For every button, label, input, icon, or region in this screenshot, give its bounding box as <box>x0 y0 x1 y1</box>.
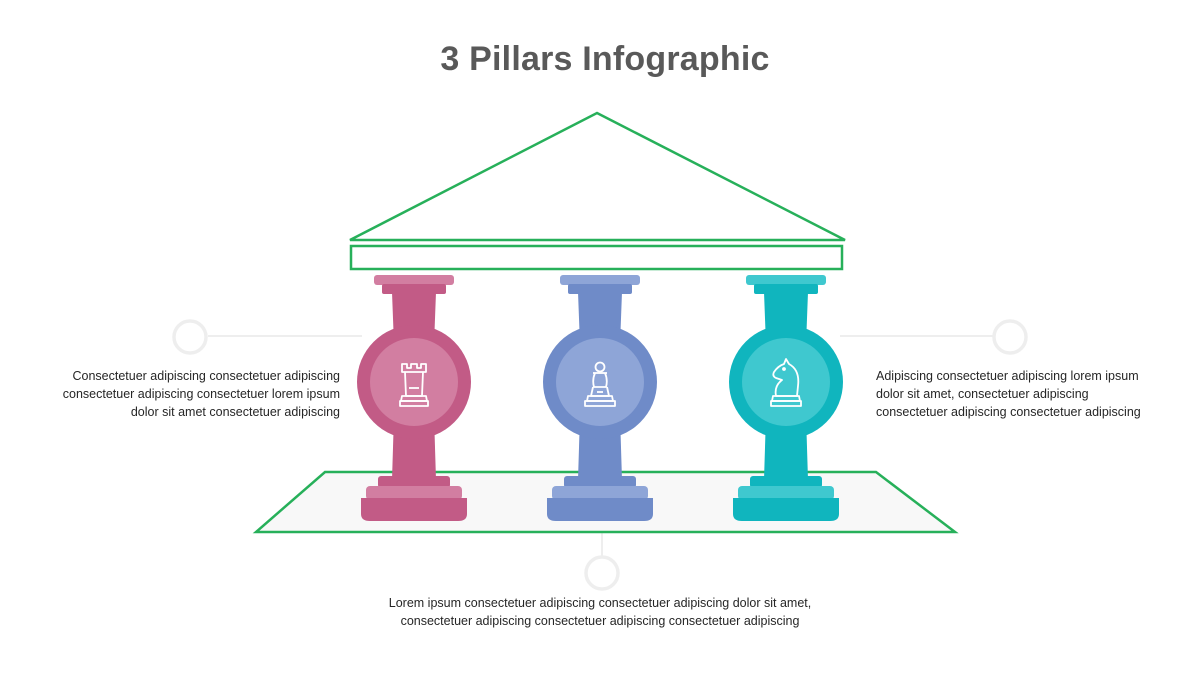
connector-circle-right <box>992 319 1028 355</box>
description-left: Consectetuer adipiscing consectetuer adi… <box>63 367 340 421</box>
pillar-2 <box>543 275 657 521</box>
page-title: 3 Pillars Infographic <box>440 40 770 78</box>
chess-knight-icon <box>770 358 802 407</box>
description-left-line: consectetuer adipiscing consectetuer lor… <box>62 387 340 401</box>
description-left-line: dolor sit amet consectetuer adipiscing <box>130 405 340 419</box>
connector-circle-left <box>172 319 208 355</box>
roof-pediment <box>349 111 846 242</box>
description-bottom-line: consectetuer adipiscing consectetuer adi… <box>400 614 800 628</box>
connector-circle-bottom <box>584 555 620 591</box>
description-right-line: Adipiscing consectetuer adipiscing lorem… <box>876 369 1139 383</box>
chess-pawn-icon <box>584 361 616 407</box>
description-bottom: Lorem ipsum consectetuer adipiscing cons… <box>300 594 900 630</box>
pillar-3 <box>729 275 843 521</box>
description-right-line: consectetuer adipiscing consectetuer adi… <box>876 405 1141 419</box>
pillar-1 <box>357 275 471 521</box>
description-bottom-line: Lorem ipsum consectetuer adipiscing cons… <box>388 596 812 610</box>
description-left-line: Consectetuer adipiscing consectetuer adi… <box>72 369 340 383</box>
chess-rook-icon <box>399 363 429 407</box>
description-right: Adipiscing consectetuer adipiscing lorem… <box>876 367 1141 421</box>
roof-beam <box>349 244 844 271</box>
description-right-line: dolor sit amet, consectetuer adipiscing <box>876 387 1089 401</box>
